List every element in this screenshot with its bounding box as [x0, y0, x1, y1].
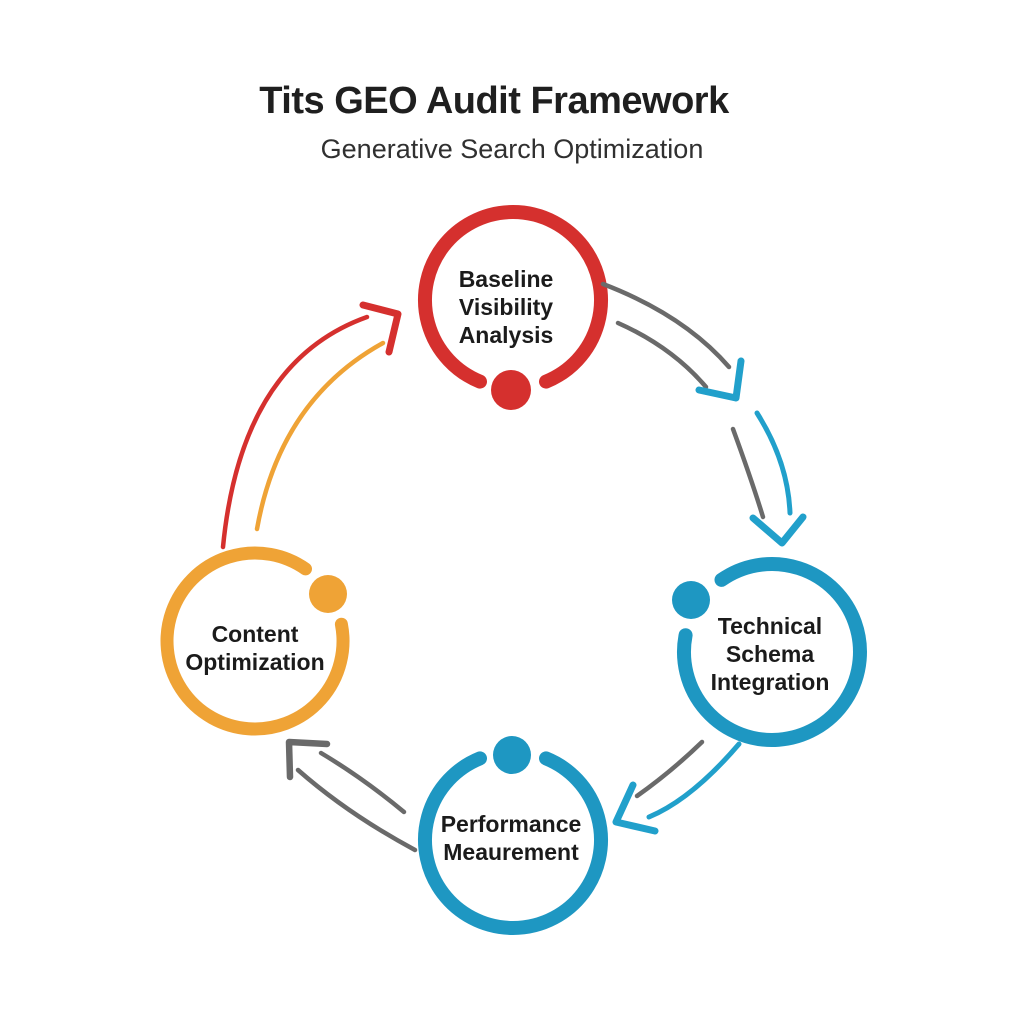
- content-label-line-2: Optimization: [185, 649, 325, 675]
- technical-node-dot: [672, 581, 710, 619]
- performance-label-line-2: Meaurement: [443, 839, 579, 865]
- arrow-into-technical-line-gray: [730, 426, 766, 520]
- page-subtitle: Generative Search Optimization: [320, 134, 704, 164]
- performance-label-line-1: Performance: [440, 811, 582, 837]
- page-title: Tits GEO Audit Framework: [259, 80, 729, 122]
- performance-node-ring: [418, 751, 608, 935]
- arrow-technical-to-performance-line-gray: [634, 739, 705, 799]
- arrow-baseline-to-technical-line-inner: [615, 320, 709, 390]
- content-node-dot: [309, 575, 347, 613]
- arrow-performance-to-content-line-upper: [318, 750, 407, 815]
- arrow-baseline-to-technical-line-outer: [600, 281, 732, 370]
- arrow-baseline-to-technical-head-icon: [695, 357, 745, 402]
- baseline-label-line-1: Baseline: [458, 266, 554, 292]
- arrow-content-to-baseline-line-orange: [254, 340, 386, 532]
- content-node-ring: [160, 546, 350, 736]
- arrow-into-technical-line-teal: [754, 410, 793, 516]
- technical-node-label: Technical Schema Integration: [711, 612, 830, 696]
- technical-node-ring: [677, 556, 867, 747]
- baseline-node-label: Baseline Visibility Analysis: [459, 265, 554, 349]
- baseline-node-dot: [491, 370, 531, 410]
- arrow-into-technical-head-icon: [749, 513, 807, 547]
- baseline-node-ring: [418, 205, 608, 389]
- technical-label-line-3: Integration: [710, 669, 830, 695]
- content-node-label: Content Optimization: [185, 620, 324, 676]
- performance-node-label: Performance Meaurement: [441, 810, 582, 866]
- content-label-line-1: Content: [211, 621, 299, 647]
- arrow-performance-to-content-line-lower: [295, 767, 418, 853]
- arrow-technical-to-performance-head-icon: [612, 781, 659, 835]
- arrow-technical-to-performance-line-teal: [646, 741, 742, 820]
- baseline-label-line-3: Analysis: [458, 322, 554, 348]
- technical-label-line-2: Schema: [725, 641, 815, 667]
- baseline-label-line-2: Visibility: [458, 294, 554, 320]
- arrow-content-to-baseline-line-red: [220, 314, 370, 550]
- arrow-content-to-baseline-head-icon: [359, 301, 402, 356]
- performance-node-dot: [493, 736, 531, 774]
- arrow-performance-to-content-head-icon: [285, 738, 331, 781]
- technical-label-line-1: Technical: [717, 613, 823, 639]
